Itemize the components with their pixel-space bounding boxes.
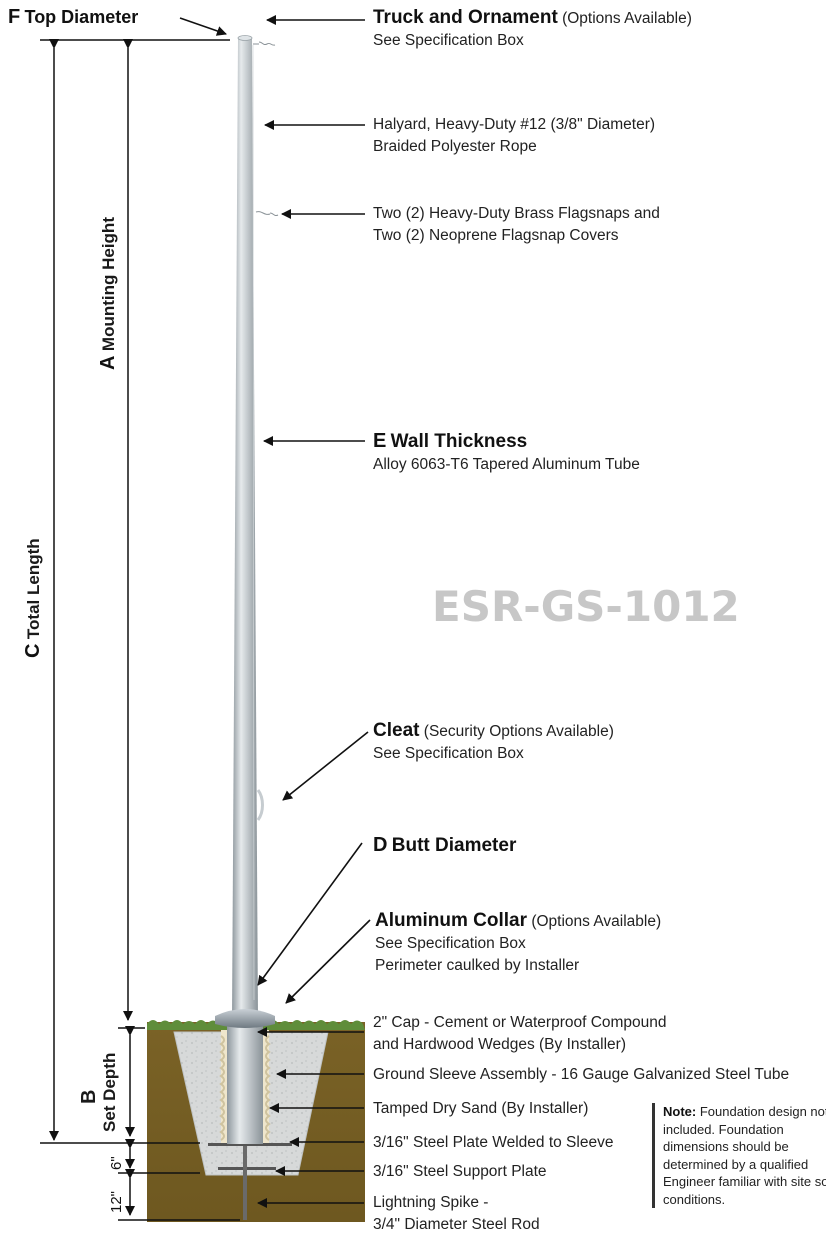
e-title: Wall Thickness <box>390 431 528 452</box>
truck-sub: See Specification Box <box>373 32 524 49</box>
top-diameter-text: Top Diameter <box>24 7 139 27</box>
halyard-line2: Braided Polyester Rope <box>373 138 537 155</box>
f-letter: F <box>8 6 21 28</box>
spike-label: Lightning Spike - 3/4" Diameter Steel Ro… <box>373 1192 540 1236</box>
truck-title: Truck and Ornament <box>373 7 558 28</box>
a-text: Mounting Height <box>99 217 118 352</box>
halyard-line1: Halyard, Heavy-Duty #12 (3/8" Diameter) <box>373 116 656 133</box>
callout-arrows <box>179 15 371 1208</box>
flagsnap <box>255 211 279 217</box>
cleat <box>256 789 264 821</box>
collar-sub1: See Specification Box <box>375 935 526 952</box>
truck-ornament-label: Truck and Ornament (Options Available) S… <box>373 7 692 52</box>
e-sub: Alloy 6063-T6 Tapered Aluminum Tube <box>373 456 640 473</box>
spike-line1: Lightning Spike - <box>373 1194 489 1211</box>
cleat-options: (Security Options Available) <box>423 723 614 740</box>
note-body: Foundation design not included. Foundati… <box>663 1104 826 1207</box>
aluminum-collar <box>215 1009 275 1028</box>
note-heading: Note: <box>663 1104 697 1119</box>
top-diameter-label: F Top Diameter <box>8 6 138 30</box>
cap-line2: and Hardwood Wedges (By Installer) <box>373 1036 627 1053</box>
wall-thickness-label: E Wall Thickness Alloy 6063-T6 Tapered A… <box>373 430 640 476</box>
butt-diameter-label: D Butt Diameter <box>373 834 516 858</box>
d-letter: D <box>373 834 388 856</box>
dimension-lines <box>40 39 240 1221</box>
lightning-spike <box>243 1146 247 1220</box>
foundation-note: Note: Foundation design not included. Fo… <box>652 1103 826 1208</box>
model-number: ESR-GS-1012 <box>432 582 740 631</box>
c-letter: C <box>22 643 44 658</box>
a-letter: A <box>97 355 119 370</box>
d-title: Butt Diameter <box>391 835 517 856</box>
cleat-title: Cleat <box>373 720 420 741</box>
e-letter: E <box>373 430 387 452</box>
truck-options: (Options Available) <box>562 10 692 27</box>
collar-options: (Options Available) <box>531 913 662 930</box>
total-length-label: C Total Length <box>22 538 45 658</box>
cap-label: 2" Cap - Cement or Waterproof Compound a… <box>373 1012 667 1056</box>
spike-line2: 3/4" Diameter Steel Rod <box>373 1216 540 1233</box>
flagsnap-line1: Two (2) Heavy-Duty Brass Flagsnaps and <box>373 205 660 222</box>
cleat-label: Cleat (Security Options Available) See S… <box>373 720 614 765</box>
b-letter: B <box>78 1089 100 1104</box>
sleeve-label: Ground Sleeve Assembly - 16 Gauge Galvan… <box>373 1066 790 1083</box>
c-text: Total Length <box>24 538 43 640</box>
flagsnap-line2: Two (2) Neoprene Flagsnap Covers <box>373 227 619 244</box>
twelve-inch-label: 12" <box>108 1190 125 1213</box>
collar-sub2: Perimeter caulked by Installer <box>375 957 580 974</box>
pole-shaft <box>232 38 258 1022</box>
plate-welded-label: 3/16" Steel Plate Welded to Sleeve <box>373 1134 614 1151</box>
six-inch-label: 6" <box>108 1156 125 1170</box>
mounting-height-label: A Mounting Height <box>97 217 120 370</box>
pole <box>215 35 279 1144</box>
cap-line1: 2" Cap - Cement or Waterproof Compound <box>373 1014 667 1031</box>
halyard-label: Halyard, Heavy-Duty #12 (3/8" Diameter) … <box>373 114 655 158</box>
collar-label: Aluminum Collar (Options Available) See … <box>375 910 661 977</box>
sand-label: Tamped Dry Sand (By Installer) <box>373 1100 589 1117</box>
truck-ornament <box>253 41 276 46</box>
cleat-sub: See Specification Box <box>373 745 524 762</box>
truck-cap <box>237 35 253 41</box>
set-depth-label: Set Depth <box>100 1052 119 1132</box>
welded-plate <box>208 1143 292 1146</box>
collar-title: Aluminum Collar <box>375 910 528 931</box>
flagsnap-label: Two (2) Heavy-Duty Brass Flagsnaps and T… <box>373 203 660 247</box>
plate-support-label: 3/16" Steel Support Plate <box>373 1163 547 1180</box>
